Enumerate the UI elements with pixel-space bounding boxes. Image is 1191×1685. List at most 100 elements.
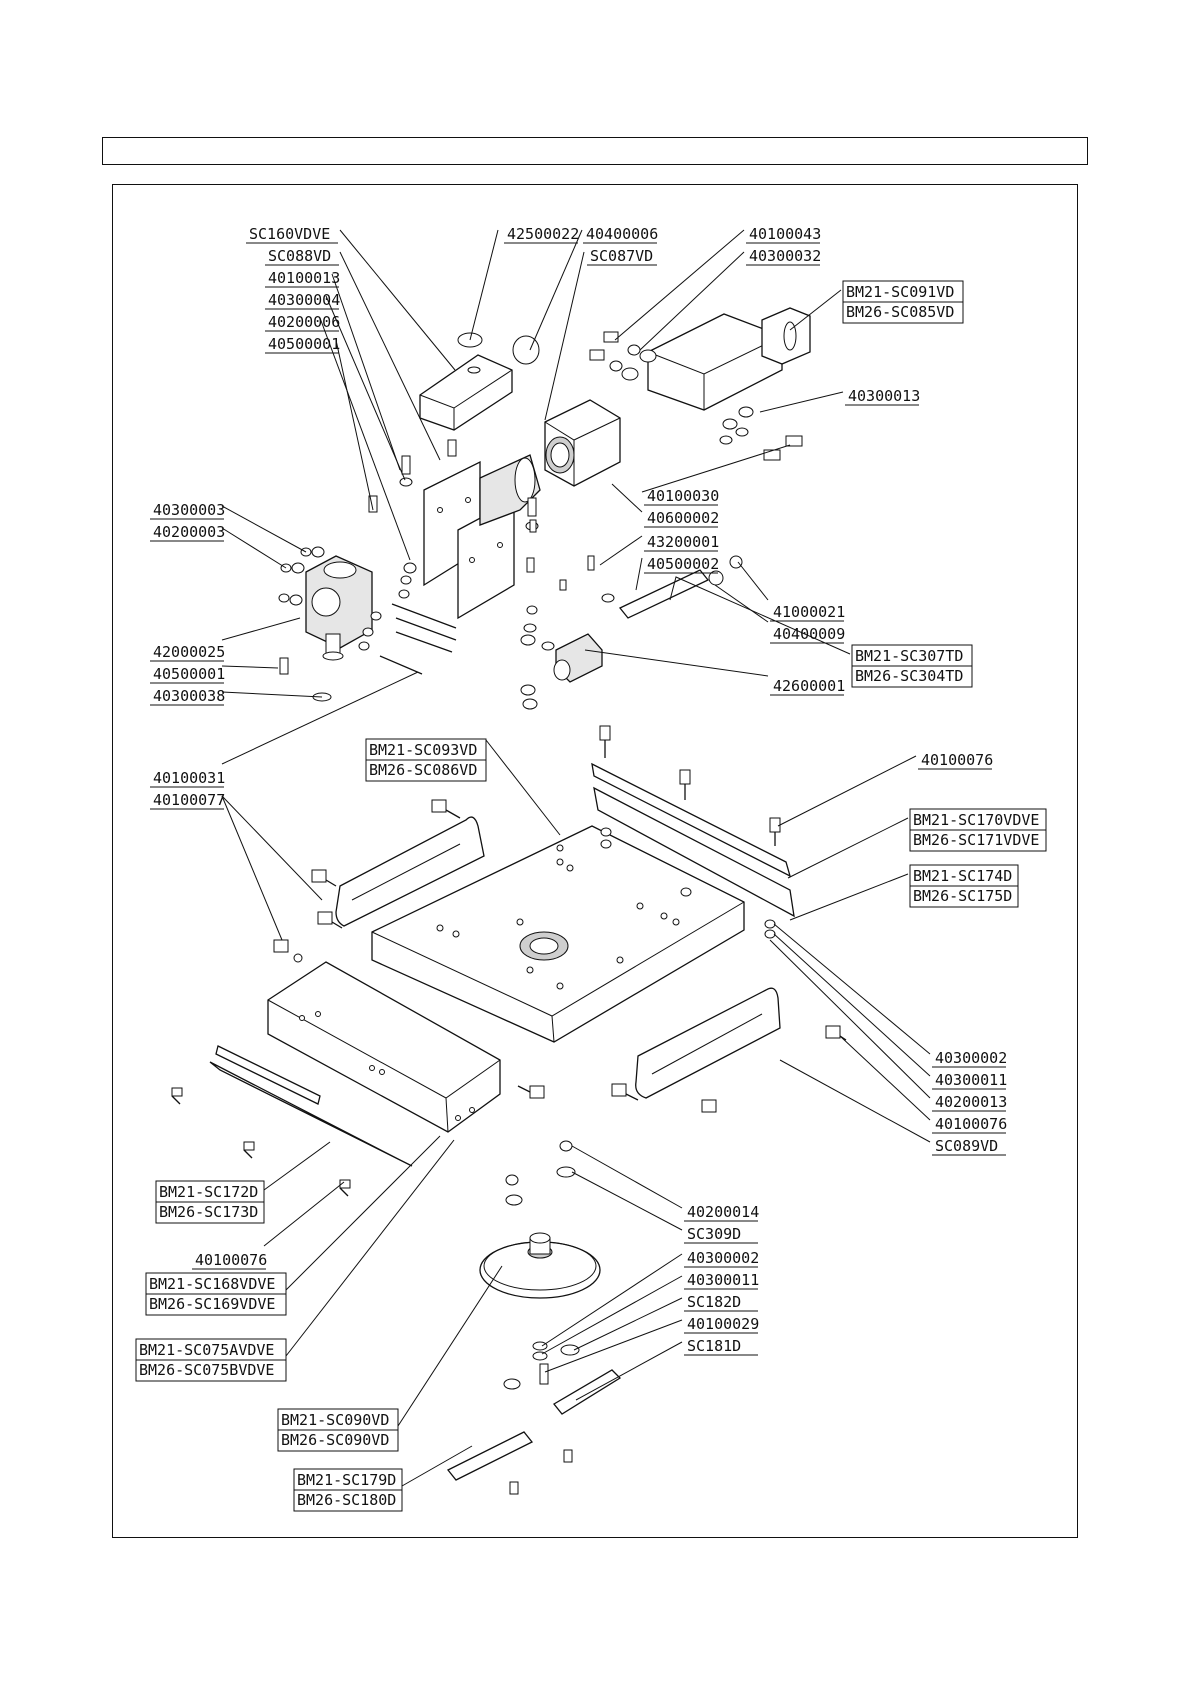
part-number-text: 41000021: [773, 603, 845, 621]
part-number-text: BM21-SC075AVDVE: [139, 1341, 274, 1359]
leader-line-l35: [769, 939, 931, 1099]
leader-line-l28: [221, 795, 323, 901]
part-number-text: 40300032: [749, 247, 821, 265]
gearbox-cover: [419, 354, 513, 431]
part-number-text: 40200014: [687, 1203, 759, 1221]
part-label-l15: 40600002: [644, 509, 719, 528]
deflector-bm21-sc172d: [209, 1045, 413, 1167]
part-label-l39: SC309D: [684, 1225, 758, 1244]
leader-line-l32: [789, 873, 909, 921]
part-number-text: BM21-SC172D: [159, 1183, 258, 1201]
drawing-frame: [112, 184, 1078, 1538]
part-label-l07: 42500022: [504, 225, 579, 244]
leader-line-l22: [221, 505, 307, 553]
leader-line-l15: [611, 483, 643, 513]
leader-line-l38: [571, 1145, 683, 1209]
leader-line-l21: [584, 649, 769, 677]
part-number-text: BM21-SC170VDVE: [913, 811, 1039, 829]
part-number-text: 43200001: [647, 533, 719, 551]
part-number-text: SC182D: [687, 1293, 741, 1311]
bearing-housing: [544, 399, 621, 487]
leader-line-l19: [714, 584, 769, 623]
part-number-text: 40300011: [687, 1271, 759, 1289]
title-bar: [102, 137, 1088, 165]
part-number-text: 42000025: [153, 643, 225, 661]
part-label-l01: SC160VDVE: [246, 225, 338, 244]
fastener-cluster-guard: [589, 331, 803, 461]
part-label-l46: 40100076: [192, 1251, 267, 1270]
leader-line-l07: [469, 229, 499, 341]
part-label-l04: 40300004: [265, 291, 340, 310]
part-number-text: BM21-SC093VD: [369, 741, 477, 759]
part-label-l23: 40200003: [150, 523, 225, 542]
part-label-l43: 40100029: [684, 1315, 759, 1334]
part-label-l16: 43200001: [644, 533, 719, 552]
part-number-text: 40100076: [935, 1115, 1007, 1133]
part-label-l21: 42600001: [770, 677, 845, 696]
part-number-text: BM21-SC179D: [297, 1471, 396, 1489]
leader-line-l17: [635, 557, 643, 591]
leader-line-l20: [669, 576, 851, 655]
part-label-l30: 40100076: [918, 751, 993, 770]
part-number-text: 40200003: [153, 523, 225, 541]
part-number-text: 40500001: [153, 665, 225, 683]
leader-line-l06: [335, 339, 374, 511]
leader-line-l11: [639, 251, 745, 351]
part-label-l28: 40100077: [150, 791, 225, 810]
leader-line-l33: [773, 923, 931, 1055]
gearbox-42000025: [305, 555, 373, 661]
part-number-text: 42600001: [773, 677, 845, 695]
part-label-l25: 40500001: [150, 665, 225, 684]
part-label-l48: BM21-SC075AVDVE BM26-SC075BVDVE: [135, 1338, 287, 1382]
part-label-l26: 40300038: [150, 687, 225, 706]
leader-line-l41: [541, 1275, 683, 1355]
part-number-text-line2: BM26-SC075BVDVE: [139, 1361, 274, 1379]
part-labels: SC160VDVESC088VD401000134030000440200006…: [135, 225, 1047, 1512]
part-number-text: 40100076: [921, 751, 993, 769]
leader-line-l10: [614, 229, 745, 341]
part-label-l36: 40100076: [932, 1115, 1007, 1134]
part-number-text: 40300013: [848, 387, 920, 405]
leader-line-l12: [789, 289, 842, 331]
mounting-bracket-sc088vd: [423, 454, 541, 620]
leader-line-l18: [737, 561, 769, 601]
part-number-text: BM21-SC168VDVE: [149, 1275, 275, 1293]
leader-line-l27: [221, 671, 419, 765]
leader-line-l31: [787, 817, 909, 879]
part-label-l40: 40300002: [684, 1249, 759, 1268]
side-rail-sc170vdve: [591, 762, 795, 918]
part-number-text: 40100043: [749, 225, 821, 243]
part-number-text: 40100031: [153, 769, 225, 787]
leader-line-l04: [325, 295, 406, 481]
leader-line-l40: [541, 1253, 683, 1347]
leader-line-l48: [285, 1139, 455, 1357]
deck-bm21-sc093vd: [371, 825, 745, 1043]
part-label-l11: 40300032: [746, 247, 821, 266]
part-label-l22: 40300003: [150, 501, 225, 520]
part-number-text: BM21-SC174D: [913, 867, 1012, 885]
part-label-l02: SC088VD: [265, 247, 339, 266]
skid-right-sc089vd: [635, 987, 781, 1099]
blade-sc181d: [553, 1369, 622, 1415]
leader-line-l26: [221, 691, 323, 698]
part-number-text: 40300003: [153, 501, 225, 519]
part-number-text: 40300011: [935, 1071, 1007, 1089]
part-label-l14: 40100030: [644, 487, 719, 506]
part-number-text: SC181D: [687, 1337, 741, 1355]
leader-line-l23: [221, 527, 287, 569]
part-label-l13: 40300013: [845, 387, 920, 406]
leader-line-l44: [575, 1341, 683, 1401]
part-number-text-line2: BM26-SC090VD: [281, 1431, 389, 1449]
part-number-text: 40200013: [935, 1093, 1007, 1111]
leader-line-l42: [573, 1297, 683, 1351]
part-number-text: 40300004: [268, 291, 340, 309]
ring-40400006: [512, 335, 540, 365]
part-number-text-line2: BM26-SC180D: [297, 1491, 396, 1509]
guard-bm21-sc091vd: [647, 307, 811, 411]
